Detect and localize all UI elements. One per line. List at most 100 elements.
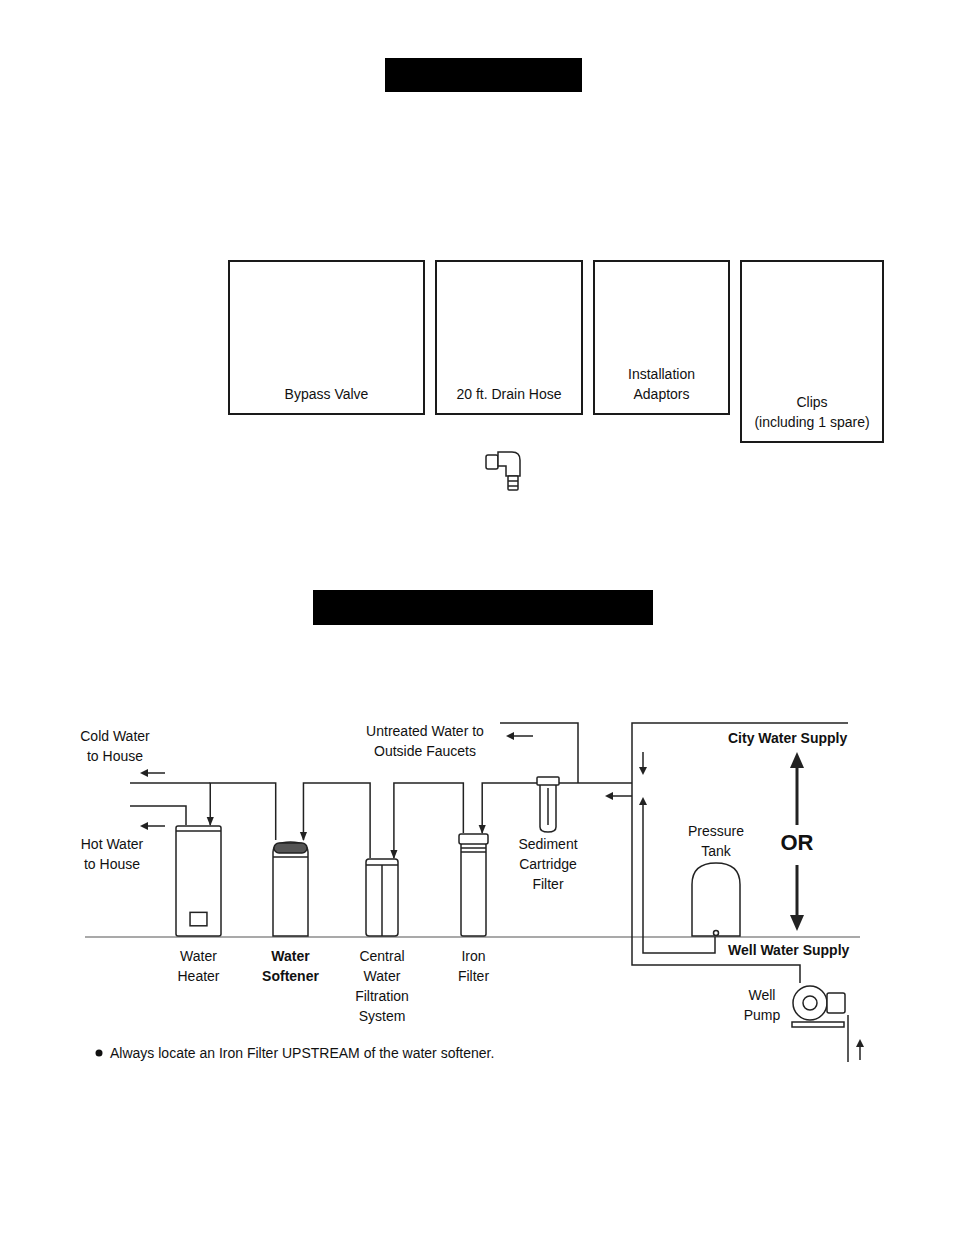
flow-arrow [859, 1046, 861, 1060]
well-pump-shape [792, 986, 845, 1027]
arrow-heads [140, 732, 864, 1047]
heater-body [176, 826, 221, 936]
sediment-filter-outline [537, 776, 559, 833]
cartridge-line [547, 788, 549, 825]
well-pump-outline [790, 983, 846, 1029]
heading-bar [385, 58, 582, 92]
heater-top-line [176, 830, 221, 832]
hot-water-pipe [130, 806, 186, 825]
water-heater-outline [175, 825, 222, 937]
cold-water-pipe [130, 782, 210, 784]
filter-body [366, 859, 398, 936]
outside-faucet-pipe [500, 723, 578, 783]
well-pump: Well Pump [790, 983, 846, 1029]
or-label: OR [777, 831, 817, 855]
flow-arrow [642, 752, 644, 768]
equipment-label: Sediment Cartridge Filter [510, 834, 586, 894]
outlet-label: Cold Water to House [73, 726, 157, 766]
arrow-head [140, 822, 148, 830]
arrow-head [506, 732, 514, 740]
pressure-tank-shape [692, 863, 740, 936]
iron-filter-outline [459, 833, 488, 937]
arrow-shaft [796, 865, 799, 917]
pipe-network [85, 723, 860, 1062]
water-heater-shape [176, 826, 221, 936]
part-box: Bypass Valve [228, 260, 425, 415]
pipe-connector [394, 783, 463, 858]
iron-filter: Iron Filter [459, 833, 488, 937]
arrow-head [140, 769, 148, 777]
well-pipe [847, 1015, 849, 1062]
pipe-connector [303, 783, 370, 858]
arrow-shaft [796, 766, 799, 825]
pump-base [792, 1022, 844, 1027]
filter-band [461, 847, 486, 849]
part-caption: (including 1 spare) [754, 412, 869, 432]
supply-label: City Water Supply [728, 730, 847, 746]
tank-body [692, 863, 740, 936]
part-caption: Clips [796, 392, 827, 412]
flow-arrow [146, 772, 165, 774]
sediment-filter: Sediment Cartridge Filter [537, 776, 559, 833]
filter-band [461, 851, 486, 853]
supply-label: Well Water Supply [728, 942, 849, 958]
equipment-label: Pressure Tank [684, 821, 748, 861]
supply-pipe [559, 782, 632, 784]
softener-cap [274, 843, 307, 853]
cartridge-head [537, 777, 559, 785]
arrow-head [639, 797, 647, 805]
bullet [96, 1050, 103, 1057]
tank-valve [714, 931, 719, 936]
equipment-label: Water Heater [169, 946, 229, 986]
flow-arrow [612, 795, 632, 797]
pump-motor [827, 993, 845, 1013]
elbow-barb [508, 476, 518, 490]
filtration-system-shape [366, 859, 398, 936]
outlet-label: Untreated Water to Outside Faucets [350, 721, 500, 761]
part-box: 20 ft. Drain Hose [435, 260, 583, 415]
pipe-connector [482, 783, 537, 833]
note-text: Always locate an Iron Filter UPSTREAM of… [110, 1043, 494, 1063]
filter-split [381, 865, 383, 936]
water-softener: Water Softener [272, 840, 309, 937]
arrow-head [856, 1039, 864, 1047]
pump-hub [803, 996, 817, 1010]
elbow-fitting-drawing [486, 452, 520, 490]
equipment-label: Iron Filter [449, 946, 499, 986]
flow-arrow [146, 825, 165, 827]
barb-line [508, 480, 518, 482]
iron-filter-shape [459, 834, 488, 936]
part-caption: Bypass Valve [285, 384, 369, 404]
filtration-system: Central Water Filtration System [365, 858, 399, 937]
pressure-tank-outline [691, 862, 741, 937]
arrow-head [639, 767, 647, 775]
filter-cap [459, 834, 488, 844]
softener-body [273, 842, 308, 936]
equipment-label: Water Softener [256, 946, 326, 986]
cartridge-housing [540, 784, 556, 832]
softener-band [273, 856, 308, 858]
filtration-system-outline [365, 858, 399, 937]
part-box: Clips(including 1 spare) [740, 260, 884, 443]
elbow-nipple [486, 455, 498, 469]
heading-bar [313, 590, 653, 625]
pressure-tank: Pressure Tank [691, 862, 741, 937]
outlet-label: Hot Water to House [73, 834, 151, 874]
arrow-head [790, 915, 804, 931]
equipment-label: Central Water Filtration System [347, 946, 417, 1026]
barb-line [508, 485, 518, 487]
part-box: Installation Adaptors [593, 260, 730, 415]
equipment-label: Well Pump [740, 985, 784, 1025]
elbow-body [498, 452, 520, 476]
filter-body [461, 843, 486, 936]
heater-panel [190, 912, 207, 925]
water-softener-shape [273, 842, 308, 936]
arrow-head [790, 752, 804, 768]
part-caption: 20 ft. Drain Hose [456, 384, 561, 404]
pump-housing [793, 986, 827, 1020]
part-caption: Installation Adaptors [610, 364, 714, 404]
water-heater: Water Heater [175, 825, 222, 937]
flow-arrow [513, 735, 533, 737]
sediment-filter-shape [537, 777, 559, 832]
